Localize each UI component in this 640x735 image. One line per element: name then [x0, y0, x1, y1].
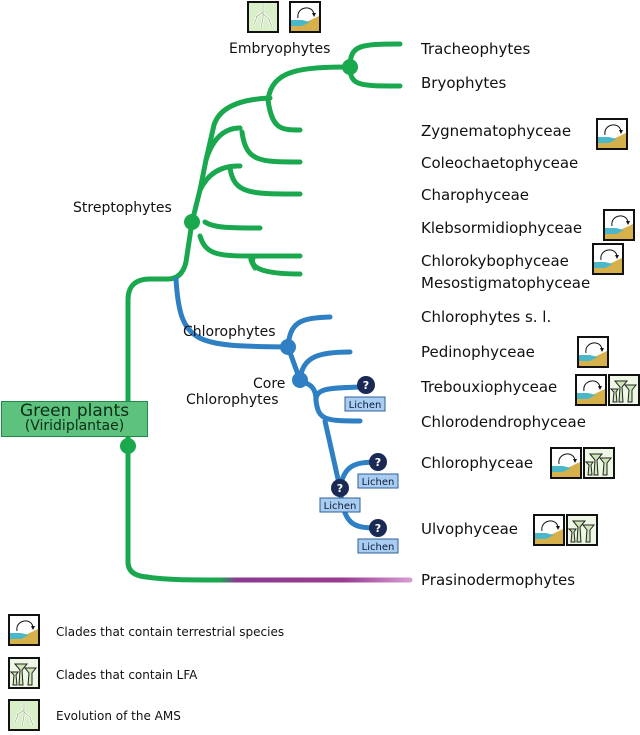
lichen-marker-trebouxiophyceae: ? Lichen [344, 376, 386, 412]
node-viridiplantae [120, 438, 136, 454]
lfa-icon [608, 374, 640, 406]
lichen-question-mark: ? [375, 522, 381, 535]
terrestrial-icon [577, 336, 609, 368]
taxon-chlorodendrophyceae: Chlorodendrophyceae [421, 413, 586, 431]
lichen-label: Lichen [349, 400, 382, 411]
lichen-label: Lichen [324, 501, 357, 512]
taxon-mesostigmatophyceae: Mesostigmatophyceae [421, 274, 590, 292]
legend-label-lfa: Clades that contain LFA [56, 668, 198, 682]
node-chlorophytes [280, 339, 296, 355]
terrestrial-icon [575, 374, 607, 406]
taxon-tracheophytes: Tracheophytes [420, 40, 530, 58]
terrestrial-icon [550, 447, 582, 479]
clade-label-streptophytes: Streptophytes [73, 200, 172, 216]
clade-label-core-line1: Core [253, 376, 285, 392]
node-streptophytes [184, 214, 200, 230]
lichen-question-mark: ? [363, 379, 369, 392]
root-subtitle: (Viridiplantae) [24, 418, 125, 434]
taxon-prasinodermophytes: Prasinodermophytes [421, 571, 575, 589]
lichen-label: Lichen [362, 477, 395, 488]
taxon-coleochaetophyceae: Coleochaetophyceae [421, 154, 578, 172]
taxon-ulvophyceae: Ulvophyceae [421, 520, 518, 538]
clade-label-chlorophytes: Chlorophytes [183, 324, 276, 340]
taxon-charophyceae: Charophyceae [421, 186, 529, 204]
legend-lfa-icon [8, 657, 40, 689]
nodes [120, 59, 358, 454]
taxon-klebsormidiophyceae: Klebsormidiophyceae [421, 219, 582, 237]
lichen-question-mark: ? [337, 482, 343, 495]
lichen-question-mark: ? [375, 456, 381, 469]
legend-terrestrial-icon [8, 614, 40, 646]
clade-label-core-line2: Chlorophytes [186, 392, 279, 408]
lichen-marker-chlorophyceae: ? Lichen [357, 453, 399, 489]
legend-label-terrestrial: Clades that contain terrestrial species [56, 625, 284, 639]
taxon-pedinophyceae: Pedinophyceae [421, 343, 535, 361]
branch-prasinodermophytes [143, 574, 413, 583]
legend-label-ams: Evolution of the AMS [56, 709, 181, 723]
clade-label-embryophytes: Embryophytes [229, 41, 330, 57]
taxon-chlorophytes-sl: Chlorophytes s. l. [421, 308, 551, 326]
terrestrial-icon [592, 243, 624, 275]
taxon-labels: Tracheophytes Bryophytes Zygnematophycea… [420, 40, 590, 589]
taxon-trebouxiophyceae: Trebouxiophyceae [420, 378, 557, 396]
lichen-markers: ? Lichen ? Lichen ? Lichen ? Lichen [319, 376, 399, 554]
lfa-icon [583, 447, 615, 479]
root-vertical [125, 219, 195, 449]
taxon-chlorophyceae: Chlorophyceae [421, 454, 533, 472]
node-core-chlorophytes [292, 372, 308, 388]
taxon-chlorokybophyceae: Chlorokybophyceae [421, 252, 569, 270]
terrestrial-icon [533, 514, 565, 546]
legend-ams-icon [7, 698, 41, 732]
taxon-zygnematophyceae: Zygnematophyceae [421, 122, 571, 140]
lichen-label: Lichen [362, 542, 395, 553]
terrestrial-icon [596, 118, 628, 150]
node-embryophytes [342, 59, 358, 75]
root-title: Green plants [19, 401, 130, 421]
lichen-marker-core-chlorophytes: ? Lichen [319, 479, 361, 513]
branches [47, 41, 413, 583]
terrestrial-icon [603, 209, 635, 241]
lfa-icon [566, 514, 598, 546]
clade-labels: Embryophytes Streptophytes Chlorophytes … [73, 41, 330, 408]
lichen-marker-ulvophyceae: ? Lichen [357, 519, 399, 554]
terrestrial-icon [289, 1, 321, 33]
root-label: Green plants (Viridiplantae) [1, 401, 148, 437]
taxon-bryophytes: Bryophytes [421, 74, 507, 92]
ams-icon [246, 0, 280, 34]
legend: Clades that contain terrestrial species … [7, 614, 284, 732]
